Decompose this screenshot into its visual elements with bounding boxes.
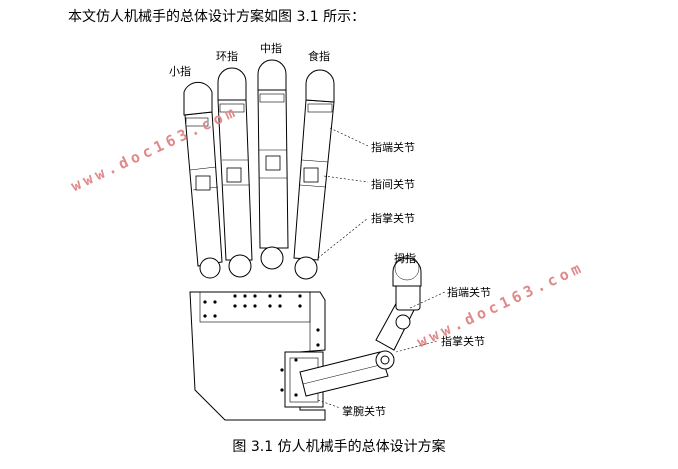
- label-little-finger: 小指: [169, 65, 191, 78]
- label-thumb-distal-joint: 指端关节: [447, 286, 491, 299]
- label-ring-finger: 环指: [216, 50, 238, 63]
- label-distal-joint: 指端关节: [371, 141, 415, 154]
- thumb-tip: [392, 257, 422, 287]
- palm-screws: [203, 294, 320, 397]
- ring-finger: [217, 67, 253, 278]
- middle-finger: [257, 59, 289, 270]
- index-finger: [293, 69, 335, 280]
- label-index-finger: 食指: [308, 50, 330, 63]
- label-mcp-joint: 指掌关节: [371, 212, 415, 225]
- label-thumb: 拇指: [394, 252, 416, 265]
- intro-text: 本文仿人机械手的总体设计方案如图 3.1 所示：: [68, 9, 366, 25]
- label-thumb-mcp-joint: 指掌关节: [441, 335, 485, 348]
- figure-caption: 图 3.1 仿人机械手的总体设计方案: [232, 439, 446, 455]
- label-middle-finger: 中指: [260, 42, 282, 55]
- label-middle-joint: 指间关节: [371, 178, 415, 191]
- little-finger: [183, 81, 223, 279]
- label-wrist-joint: 掌腕关节: [342, 405, 386, 418]
- leader-lines: [317, 127, 446, 409]
